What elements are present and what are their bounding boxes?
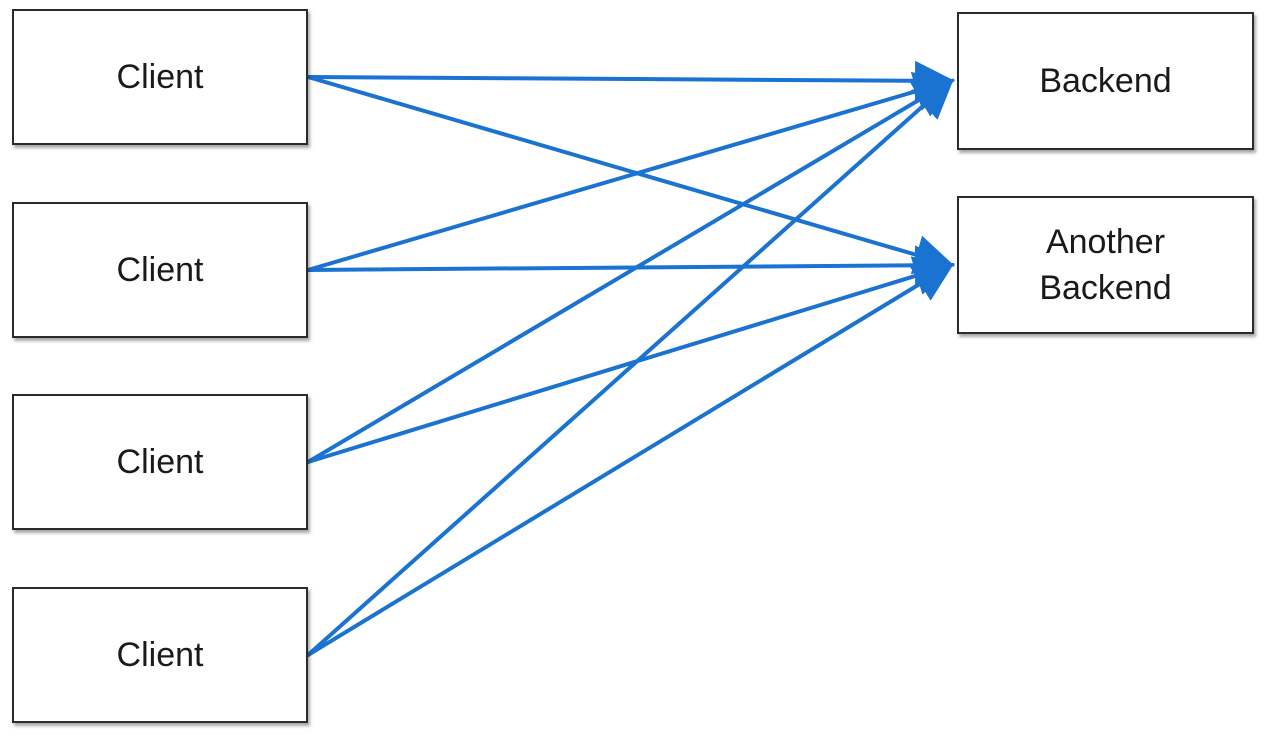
another-backend-label-line-1: Another [1045, 223, 1166, 261]
connection-arrow-client-3-to-backend-2 [306, 256, 955, 464]
client-label-2: Client [116, 251, 204, 289]
another-backend-label-line-2: Backend [1039, 269, 1172, 307]
client-label-3: Client [116, 443, 204, 481]
connection-arrow-client-3-to-backend-1 [306, 78, 955, 464]
client-box-2: Client [12, 202, 308, 338]
client-box-4: Client [12, 587, 308, 723]
client-box-1: Client [12, 9, 308, 145]
client-box-3: Client [12, 394, 308, 530]
connection-arrow-client-2-to-backend-1 [306, 71, 955, 272]
edge-group [306, 60, 955, 657]
another-backend-box: Another Backend [957, 196, 1254, 334]
connection-arrow-client-4-to-backend-1 [306, 78, 954, 657]
connection-arrow-client-2-to-backend-2 [306, 245, 955, 286]
connection-arrow-client-4-to-backend-2 [306, 262, 955, 657]
client-label-1: Client [116, 58, 204, 96]
connection-arrow-client-1-to-backend-2 [306, 75, 955, 275]
connection-arrow-client-1-to-backend-1 [306, 60, 955, 101]
client-label-4: Client [116, 636, 204, 674]
backend-box: Backend [957, 12, 1254, 150]
backend-label: Backend [1039, 62, 1172, 100]
